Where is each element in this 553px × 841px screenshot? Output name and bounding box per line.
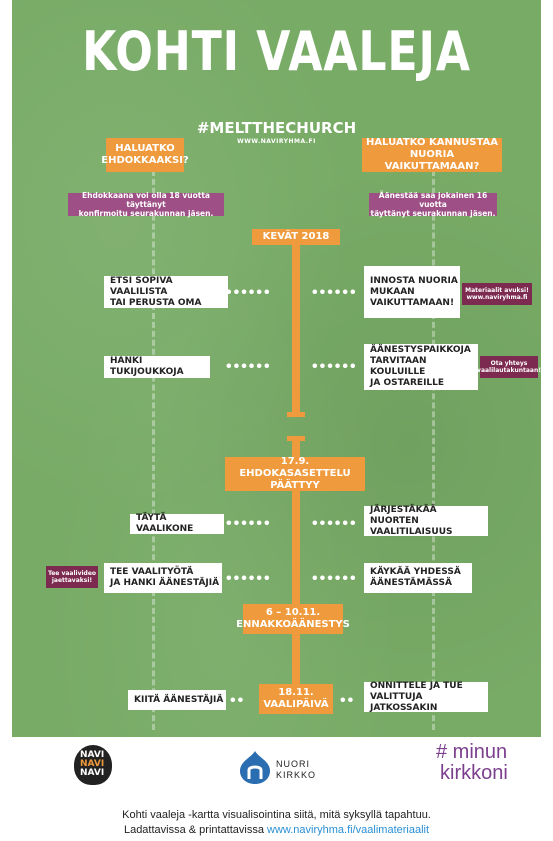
right-question: HALUATKO KANNUSTAA NUORIA VAIKUTTAMAAN?	[362, 137, 502, 172]
right-step: ÄÄNESTYSPAIKKOJA TARVITAAN KOULUILLE JA …	[364, 344, 478, 390]
milestone-nominations: 17.9. EHDOKASASETTELU PÄÄTTYY	[225, 456, 365, 491]
milestone-election-day: 18.11. VAALIPÄIVÄ	[259, 684, 333, 714]
timeline-line-bottom	[292, 436, 300, 691]
left-step: HANKI TUKIJOUKKOJA	[104, 356, 210, 378]
materials-link[interactable]: www.naviryhma.fi/vaalimateriaalit	[267, 824, 430, 836]
logo-strip: NAVI NAVI NAVI NUORI KIRKKO # minun kirk…	[0, 737, 553, 797]
nuori-kirkko-icon	[240, 751, 270, 784]
right-step: ONNITTELE JA TUE VALITTUJA JATKOSSAKIN	[364, 681, 488, 713]
caption-line-1: Kohti vaaleja -kartta visualisointina si…	[122, 809, 431, 821]
minun-kirkkoni-logo: # minun kirkkoni	[436, 741, 508, 784]
hashtag-url: WWW.NAVIRYHMA.FI	[237, 138, 316, 145]
left-note: Ehdokkaana voi olla 18 vuotta täyttänyt …	[68, 191, 224, 218]
connector-dots: ••••••	[312, 515, 358, 532]
right-step: JÄRJESTÄKÄÄ NUORTEN VAALITILAISUUS	[364, 505, 488, 537]
poster-title: KOHTI VAALEJA	[82, 20, 471, 83]
decorative-road	[432, 170, 445, 730]
connector-dots: ••••••	[226, 570, 272, 587]
decorative-road	[152, 170, 165, 730]
milestone-advance-voting: 6 – 10.11. ENNAKKOÄÄNESTYS	[236, 604, 350, 634]
tip-video: Tee vaalivideo jaettavaksi!	[46, 566, 98, 588]
left-question: HALUATKO EHDOKKAAKSI?	[101, 138, 189, 172]
caption-line-2: Ladattavissa & printattavissa www.naviry…	[123, 824, 430, 836]
poster: KOHTI VAALEJA #MELTTHECHURCH WWW.NAVIRYH…	[12, 0, 541, 737]
connector-dots: ••••••	[312, 358, 358, 375]
nuori-kirkko-logo: NUORI KIRKKO	[238, 749, 338, 789]
tip-contact: Ota yhteys vaalilautakuntaan!	[477, 356, 541, 378]
right-step: KÄYKÄÄ YHDESSÄ ÄÄNESTÄMÄSSÄ	[364, 563, 472, 593]
milestone-spring: KEVÄT 2018	[252, 229, 340, 245]
timeline-line-top	[292, 240, 300, 415]
left-step: TEE VAALITYÖTÄ JA HANKI ÄÄNESTÄJIÄ	[104, 563, 222, 593]
left-step: KIITÄ ÄÄNESTÄJIÄ	[128, 690, 226, 710]
connector-dots: ••••••	[226, 515, 272, 532]
timeline-break-end	[287, 412, 305, 417]
connector-dots: ••••••	[312, 284, 358, 301]
connector-dots: ••••••	[312, 570, 358, 587]
left-step: ETSI SOPIVA VAALILISTA TAI PERUSTA OMA	[104, 276, 228, 308]
right-step: INNOSTA NUORIA MUKAAN VAIKUTTAMAAN!	[364, 266, 460, 318]
left-step: TÄYTÄ VAALIKONE	[130, 513, 224, 534]
tip-materials: Materiaalit avuksi! www.naviryhma.fi	[462, 283, 532, 305]
connector-dots: ••••••	[226, 284, 272, 301]
connector-dots: ••	[230, 692, 246, 709]
connector-dots: ••••••	[226, 358, 272, 375]
hashtag: #MELTTHECHURCH	[196, 119, 357, 137]
navi-logo: NAVI NAVI NAVI	[70, 745, 112, 789]
right-note: Äänestää saa jokainen 16 vuotta täyttäny…	[369, 191, 497, 218]
connector-dots: ••	[340, 692, 356, 709]
